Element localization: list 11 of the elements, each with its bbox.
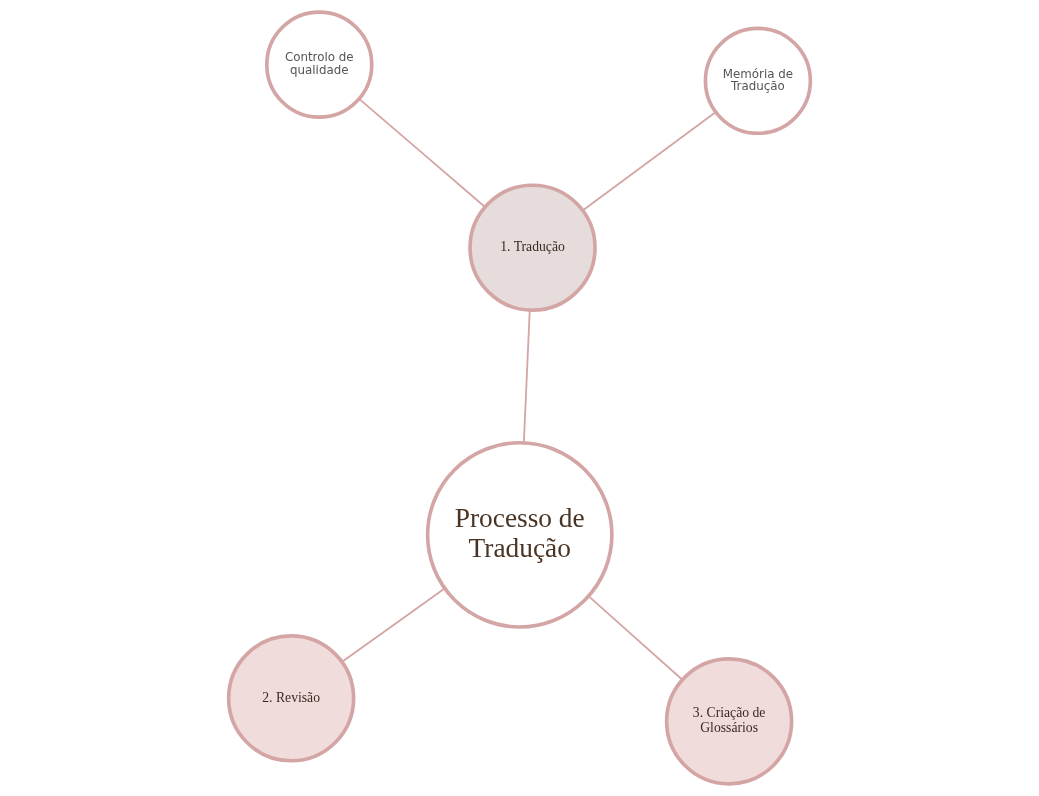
node-circle: 1. Tradução [468,183,597,312]
node-circle: Controlo de qualidade [265,10,374,119]
node-circle: 2. Revisão [226,634,356,763]
node-circle: Memória de Tradução [703,26,813,136]
connector [358,97,486,208]
connector [587,595,684,681]
connector [341,587,446,663]
node-circle: Processo de Tradução [425,440,614,629]
connector [582,111,717,212]
node-circle: 3. Criação de Glossários [664,657,794,786]
connector [522,309,531,444]
